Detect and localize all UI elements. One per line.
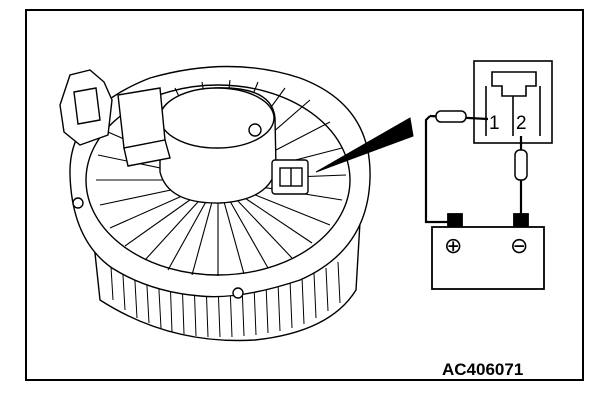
- callout-wedge: [315, 117, 414, 173]
- pin-1-label: 1: [489, 113, 500, 134]
- blower-motor: [59, 65, 371, 342]
- mount-hole-bottom: [232, 287, 244, 299]
- battery-terminal-positive: [447, 213, 463, 229]
- mount-hole-left: [72, 197, 84, 209]
- mounting-tab-slot: [73, 87, 101, 125]
- side-bracket-face: [123, 139, 171, 167]
- pin-2-label: 2: [516, 113, 527, 134]
- side-bracket: [117, 87, 166, 149]
- test-lead-negative: [514, 136, 528, 222]
- battery-positive-label: ⊕: [444, 233, 462, 258]
- figure-id: AC406071: [442, 360, 523, 379]
- connector-detail: [473, 60, 553, 144]
- test-lead-positive: [424, 110, 489, 224]
- figure-frame: [25, 9, 584, 381]
- battery: [431, 213, 545, 290]
- motor-screw: [248, 123, 262, 137]
- battery-case: [431, 226, 545, 290]
- battery-terminal-negative: [513, 213, 529, 229]
- battery-negative-label: ⊖: [510, 233, 528, 258]
- connector-latch: [491, 71, 537, 97]
- motor-cap: [159, 87, 275, 149]
